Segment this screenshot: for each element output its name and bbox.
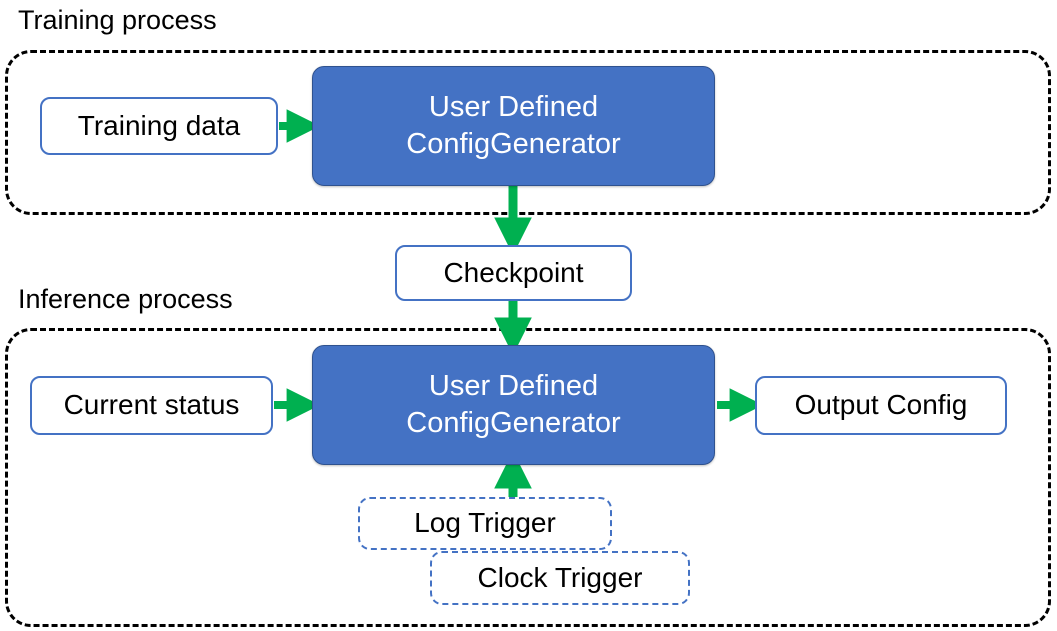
node-output-config[interactable]: Output Config [755,376,1007,435]
node-current-status[interactable]: Current status [30,376,273,435]
node-training-data[interactable]: Training data [40,97,278,155]
node-current-status-label: Current status [63,389,240,421]
node-clock-trigger[interactable]: Clock Trigger [430,551,690,605]
node-training-config-generator-label: User Defined ConfigGenerator [406,90,621,160]
node-checkpoint-label: Checkpoint [443,256,584,288]
node-checkpoint[interactable]: Checkpoint [395,245,632,301]
training-process-container [5,50,1051,215]
node-log-trigger-label: Log Trigger [414,507,556,539]
node-inference-config-generator[interactable]: User Defined ConfigGenerator [312,345,715,465]
training-process-label: Training process [18,5,217,35]
node-output-config-label: Output Config [794,389,968,421]
node-training-data-label: Training data [77,109,241,141]
node-training-config-generator[interactable]: User Defined ConfigGenerator [312,66,715,186]
node-log-trigger[interactable]: Log Trigger [358,497,612,550]
node-inference-config-generator-label: User Defined ConfigGenerator [406,369,621,439]
inference-process-label: Inference process [18,284,233,314]
node-clock-trigger-label: Clock Trigger [477,561,643,593]
